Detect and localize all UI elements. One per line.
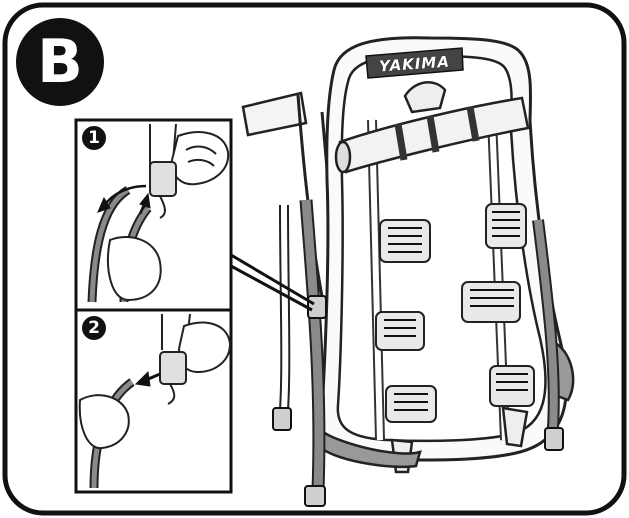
badge-letter: B <box>37 27 83 97</box>
step-number-1: 1 <box>82 126 106 150</box>
hand-icon <box>107 236 162 302</box>
hand-icon <box>78 394 130 450</box>
buckle-icon <box>159 351 187 385</box>
inset-step-1 <box>74 118 233 312</box>
bike-rack-icon <box>241 36 575 474</box>
step-badge <box>16 18 104 106</box>
cradle-clamps <box>375 203 535 423</box>
inset-step-2 <box>74 308 233 494</box>
brand-plate <box>365 47 464 79</box>
arrow-icon <box>97 184 151 215</box>
callout-lines <box>230 253 315 312</box>
strap-right <box>532 219 560 441</box>
step-number-2: 2 <box>82 316 106 340</box>
buckle-icon <box>272 295 564 507</box>
arrow-icon <box>134 370 161 387</box>
buckle-icon <box>149 161 177 197</box>
